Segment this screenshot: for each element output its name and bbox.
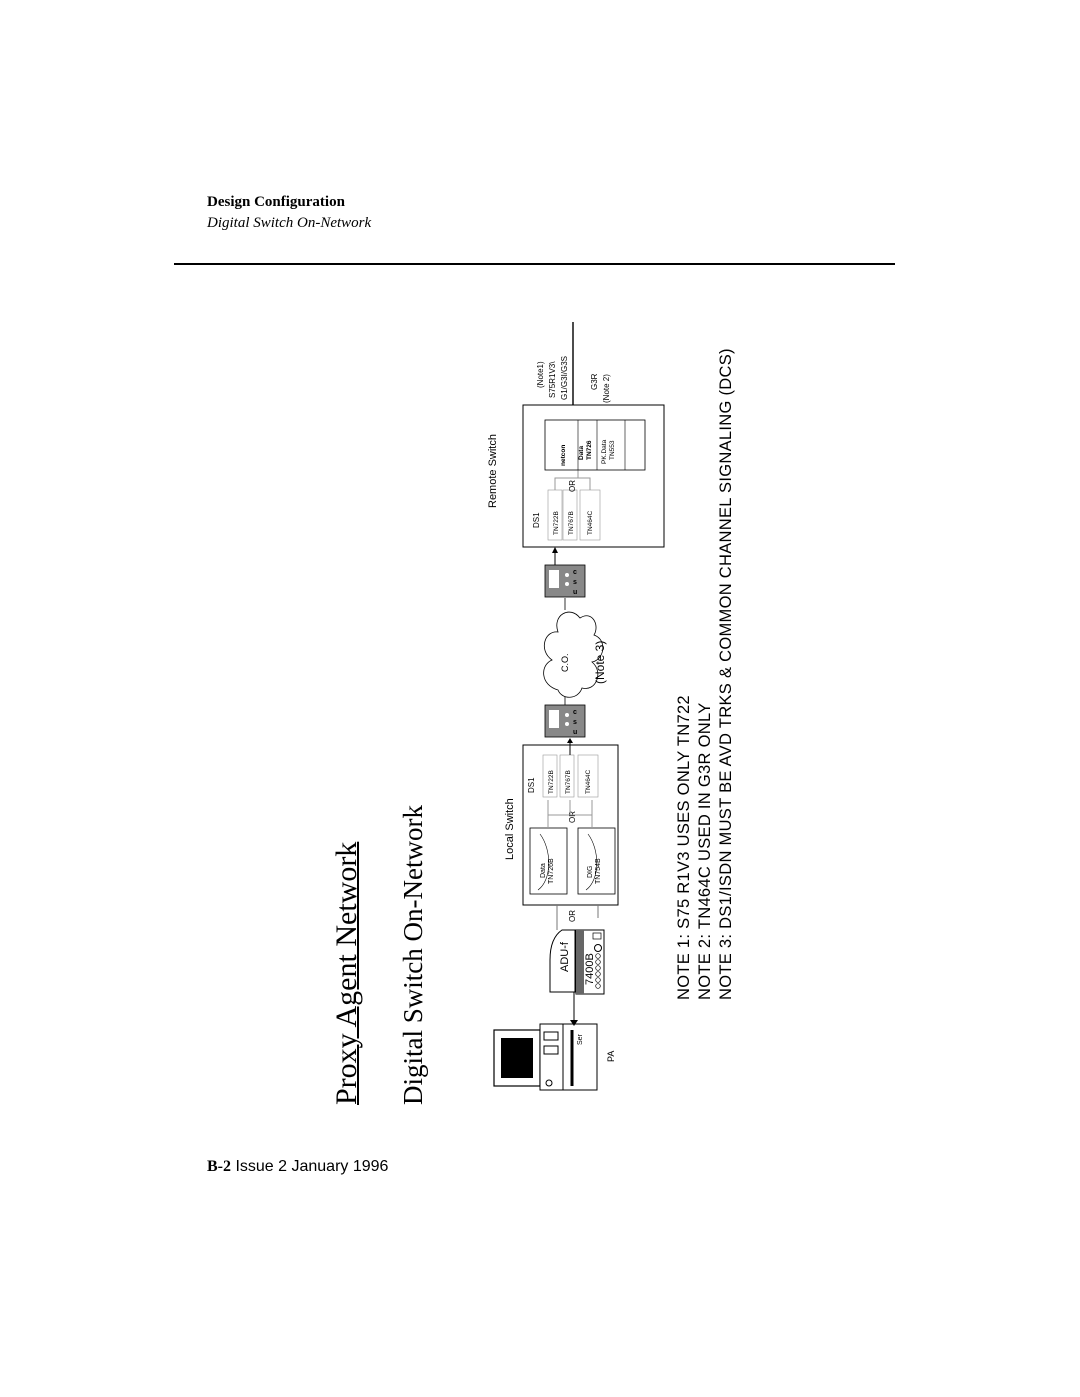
page-footer: B-2 Issue 2 January 1996	[207, 1158, 388, 1176]
note-1: NOTE 1: S75 R1V3 USES ONLY TN722	[675, 695, 693, 1000]
note-2: NOTE 2: TN464C USED IN G3R ONLY	[696, 702, 714, 1000]
note-3: NOTE 3: DS1/ISDN MUST BE AVD TRKS & COMM…	[717, 348, 735, 1000]
csu-left-icon: c s u	[544, 704, 586, 738]
note1-label-b: S75R1V3\	[548, 361, 557, 398]
remote-card-tn464c: TN464C	[587, 510, 594, 535]
svg-text:c: c	[573, 569, 577, 576]
remote-data-label: Data	[578, 446, 585, 460]
adu-label: ADU-f	[559, 941, 571, 972]
or-label-3: OR	[568, 480, 577, 492]
remote-card-tn767b: TN767B	[568, 511, 575, 535]
remote-switch-label: Remote Switch	[487, 434, 499, 508]
local-card-tn464c: TN464C	[585, 769, 592, 794]
local-card-tn767b: TN767B	[565, 770, 572, 794]
co-cloud-icon	[543, 611, 604, 698]
remote-ds1-label: DS1	[532, 512, 541, 528]
local-board-data-id: TN726B	[548, 858, 555, 884]
csu-right-icon: c s u	[544, 564, 586, 598]
note2-label-b: (Note 2)	[602, 374, 611, 403]
header-rule	[174, 263, 895, 265]
svg-text:s: s	[573, 719, 577, 726]
local-board-data-label: Data	[540, 863, 547, 878]
svg-text:c: c	[573, 709, 577, 716]
local-ds1-label: DS1	[527, 777, 536, 793]
local-board-data	[529, 827, 568, 895]
or-label-1: OR	[568, 910, 577, 922]
adu-icon	[549, 929, 576, 993]
remote-cabinet	[544, 419, 646, 471]
pc-icon	[493, 1023, 598, 1091]
note1-label-a: (Note1)	[536, 361, 545, 388]
local-board-dig	[577, 827, 616, 895]
co-label: C.O.	[560, 653, 570, 672]
netcon-label: netcon	[560, 445, 567, 466]
pa-label: PA	[606, 1051, 616, 1062]
ser-label: Ser	[577, 1033, 584, 1045]
remote-pk-id: TN553	[609, 440, 616, 460]
svg-text:s: s	[573, 579, 577, 586]
note3-label: (Note 3)	[593, 641, 607, 684]
svg-text:u: u	[573, 589, 577, 596]
subsection-heading: Digital Switch On-Network	[207, 215, 372, 231]
modem-icon	[575, 929, 605, 995]
local-switch-label: Local Switch	[504, 798, 516, 860]
local-card-tn722b: TN722B	[548, 770, 555, 794]
remote-pk-label: PK.Data	[601, 439, 608, 464]
local-board-dig-label: DIG	[587, 866, 594, 878]
or-label-2: OR	[568, 811, 577, 823]
local-board-dig-id: TN754B	[595, 858, 602, 884]
note1-label-c: G1/G3I/G3S	[560, 356, 569, 400]
remote-card-tn722b: TN722B	[553, 511, 560, 535]
modem-label: 7400B	[584, 953, 596, 985]
issue-date: Issue 2 January 1996	[235, 1158, 389, 1175]
remote-data-id: TN726	[586, 440, 593, 460]
svg-text:u: u	[573, 729, 577, 736]
section-heading: Design Configuration	[207, 194, 345, 210]
note2-label-a: G3R	[590, 373, 599, 390]
page-number: B-2	[207, 1158, 231, 1175]
